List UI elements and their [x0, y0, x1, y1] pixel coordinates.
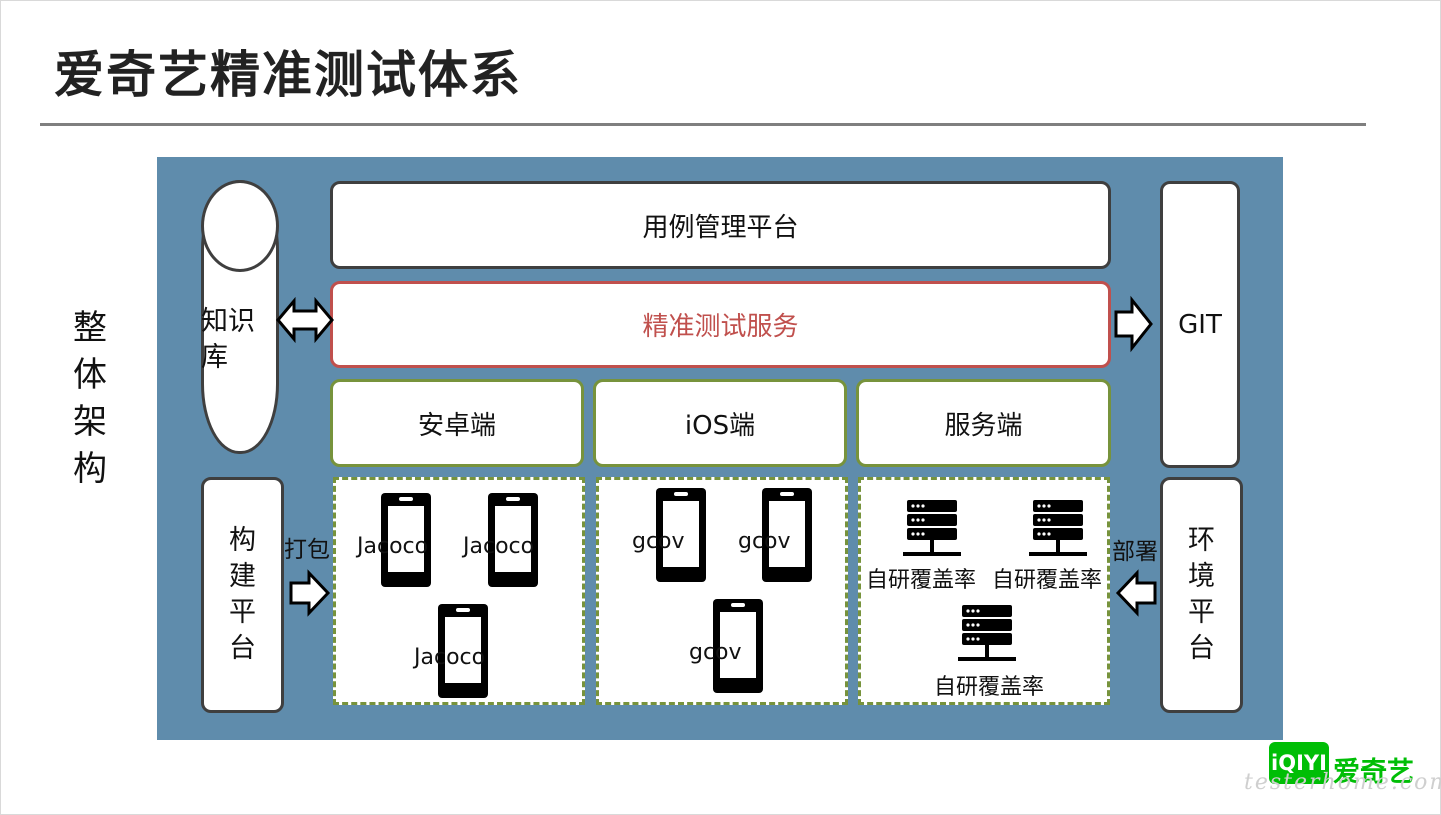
- server-tool-label: 自研覆盖率: [934, 675, 1045, 700]
- server-client-box: 服务端: [856, 379, 1111, 467]
- env-platform-label: 环境平台: [1188, 523, 1216, 667]
- build-platform-box: 构建平台: [201, 477, 284, 713]
- page-title: 爱奇艺精准测试体系: [54, 46, 522, 104]
- server-tool-label: 自研覆盖率: [866, 568, 977, 593]
- build-platform-text: 构建平台: [229, 525, 256, 664]
- arrow-right-icon: [1114, 295, 1153, 353]
- server-icon: [1029, 500, 1087, 556]
- arrow-right-icon: [289, 569, 331, 617]
- ios-tool-label: gcov: [689, 640, 742, 665]
- env-platform-box: 环境平台: [1160, 477, 1243, 713]
- android-tool-label: Jacoco: [414, 645, 486, 670]
- double-arrow-icon: [276, 296, 334, 344]
- ios-tool-label: gcov: [738, 529, 791, 554]
- phone-icon: [381, 493, 431, 587]
- server-tool-label: 自研覆盖率: [992, 568, 1103, 593]
- side-label: 整体架构: [73, 308, 107, 489]
- phone-icon: [438, 604, 488, 698]
- git-box: GIT: [1160, 181, 1240, 468]
- package-label: 打包: [284, 537, 330, 563]
- arrow-left-icon: [1115, 569, 1157, 617]
- knowledge-base-cylinder-top: [201, 180, 279, 272]
- build-platform-label: 构建平台: [229, 523, 257, 667]
- phone-icon: [656, 488, 706, 582]
- title-divider: [40, 123, 1366, 126]
- phone-icon: [488, 493, 538, 587]
- deploy-label: 部署: [1112, 539, 1158, 565]
- android-devices-group: [333, 477, 585, 705]
- server-icon: [958, 605, 1016, 661]
- precision-test-service: 精准测试服务: [330, 281, 1111, 368]
- server-icon: [903, 500, 961, 556]
- watermark: testerhome.com: [1244, 770, 1441, 795]
- iqiyi-logo-mark: iQIYI: [1269, 742, 1329, 784]
- knowledge-base-label: 知识库: [201, 306, 255, 373]
- ios-tool-label: gcov: [632, 529, 685, 554]
- android-tool-label: Jacoco: [463, 534, 535, 559]
- case-management-platform: 用例管理平台: [330, 181, 1111, 269]
- android-tool-label: Jacoco: [357, 534, 429, 559]
- phone-icon: [762, 488, 812, 582]
- env-platform-text: 环境平台: [1188, 525, 1215, 664]
- iqiyi-logo-name: 爱奇艺: [1333, 757, 1414, 788]
- ios-client-box: iOS端: [593, 379, 847, 467]
- android-client-box: 安卓端: [330, 379, 584, 467]
- phone-icon: [713, 599, 763, 693]
- iqiyi-logo-mark-text: iQIYI: [1271, 751, 1327, 775]
